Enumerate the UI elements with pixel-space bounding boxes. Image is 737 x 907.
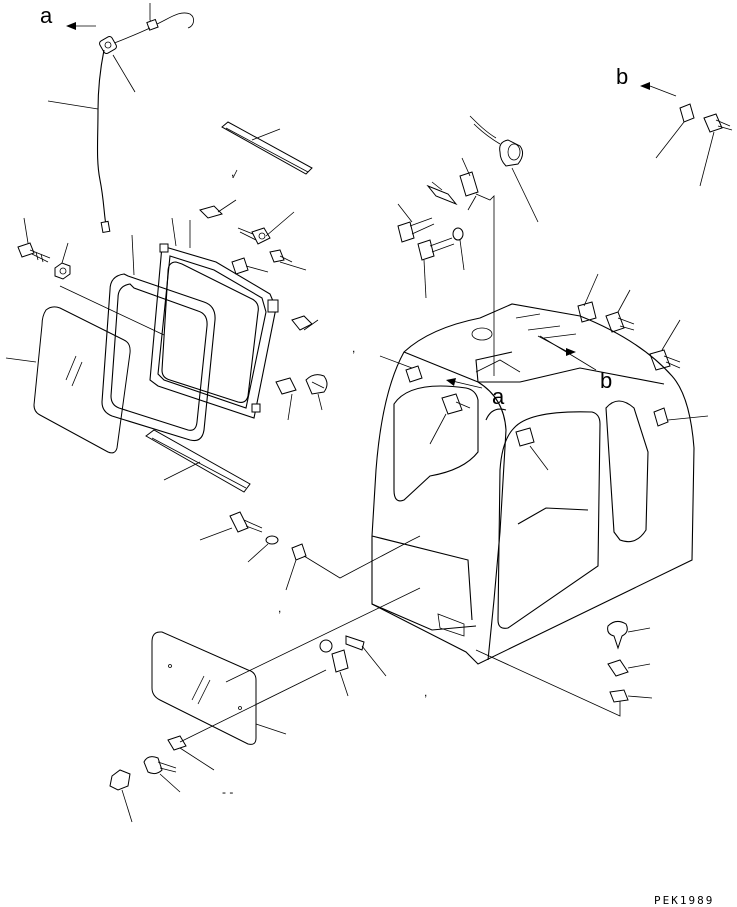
window-seal (59, 234, 216, 442)
label-b-cab: b (600, 368, 612, 393)
svg-text:,: , (424, 685, 427, 699)
cab-light-bolts (397, 203, 465, 299)
lower-small-parts: - - (109, 669, 327, 823)
sash-brackets (199, 199, 319, 331)
svg-text:,: , (278, 601, 281, 615)
upper-weatherstrip: , (221, 121, 313, 179)
label-a-top: a (40, 3, 53, 28)
cab-light-harness (426, 115, 539, 330)
mid-bolt-washer (199, 511, 279, 563)
left-nut (54, 242, 71, 280)
label-a-cab: a (492, 384, 505, 409)
label-b-top: b (616, 64, 628, 89)
drawing-code: PEK1989 (654, 894, 714, 907)
harness-b (640, 82, 733, 187)
svg-text:,: , (231, 165, 234, 179)
window-sash (149, 217, 279, 419)
right-small-parts (607, 620, 653, 703)
left-glass-pane (5, 306, 131, 454)
sash-clamp (275, 374, 328, 421)
cab-body (371, 303, 695, 717)
lower-weatherstrip (145, 429, 251, 493)
harness-a (47, 3, 194, 234)
sash-bolts (237, 211, 307, 271)
cab-clip (285, 535, 421, 591)
svg-text:- -: - - (222, 785, 233, 799)
svg-text:,: , (352, 341, 355, 355)
left-bolt (17, 217, 51, 263)
hinge-parts (319, 635, 387, 697)
lower-glass-pane (151, 587, 421, 745)
